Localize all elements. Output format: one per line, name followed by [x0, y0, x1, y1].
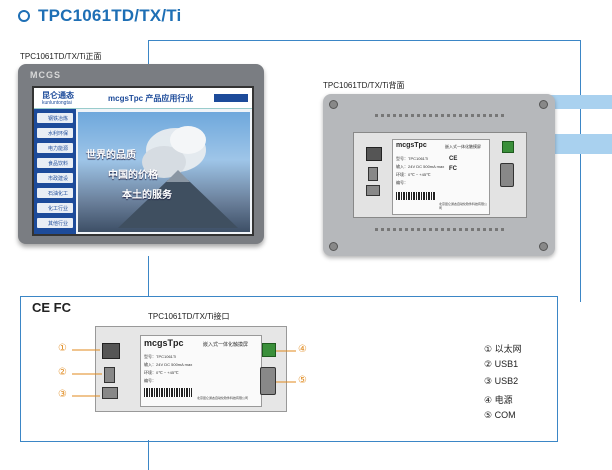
screen-header-strip [214, 94, 248, 102]
menu-item[interactable]: 食品饮料 [37, 158, 73, 168]
legend-item: ① 以太网 [484, 344, 522, 354]
barcode-icon [144, 388, 192, 397]
back-label-line: 环境：0℃ ~ +45℃ [396, 172, 431, 177]
back-label-brand: mcgsTpc [396, 142, 427, 149]
legend-item: ③ USB2 [484, 376, 519, 386]
band-upper [548, 95, 612, 109]
screen-header-text: mcgsTpc 产品应用行业 [108, 94, 194, 103]
interface-label-title: 嵌入式一体化触摸屏 [203, 342, 249, 348]
screen-logo: 昆仑通态 [42, 91, 74, 100]
menu-item[interactable]: 化工行业 [37, 203, 73, 213]
slogan-line-1: 世界的品质 [86, 150, 136, 161]
circle-bullet-icon [18, 10, 30, 22]
usb-port-icon [104, 367, 115, 383]
back-label-ce: CE [449, 156, 458, 162]
back-label: mcgsTpc 嵌入式一体化触摸屏 型号：TPC1061Ti 输入：24V DC… [392, 139, 490, 215]
menu-item[interactable]: 其他行业 [37, 218, 73, 228]
screw-icon [329, 242, 338, 251]
interface-label-line: 北京昆仑通态自动化软件科技有限公司 [197, 396, 249, 400]
volcano-image-icon [118, 126, 238, 228]
frame-right-block [148, 40, 580, 41]
front-brand: MCGS [30, 70, 61, 80]
interface-label: mcgsTpc 嵌入式一体化触摸屏 型号：TPC1061Ti 输入：24V DC… [140, 335, 262, 407]
usb-port-icon [368, 167, 378, 181]
ce-fc-marks: CE FC [32, 300, 71, 315]
screen-header: 昆仑通态 kunluntongtai mcgsTpc 产品应用行业 [34, 88, 252, 109]
menu-item[interactable]: 电力能源 [37, 143, 73, 153]
back-label-line: 型号：TPC1061Ti [396, 156, 429, 161]
legend-item: ④ 电源 [484, 395, 513, 405]
vent-top [375, 114, 505, 117]
front-caption: TPC1061TD/TX/Ti正面 [20, 52, 102, 61]
frame-left-vertical [148, 40, 149, 64]
interface-label-brand: mcgsTpc [144, 338, 184, 348]
screen-logo-sub: kunluntongtai [42, 100, 72, 106]
menu-item[interactable]: 石油化工 [37, 188, 73, 198]
callout-1: ① [58, 343, 67, 354]
screw-icon [539, 100, 548, 109]
slogan-line-3: 本土的服务 [122, 190, 172, 201]
com-port-icon [500, 163, 514, 187]
callout-2: ② [58, 367, 67, 378]
ethernet-port-icon [366, 147, 382, 161]
interface-label-line: 编号： [144, 378, 156, 383]
callout-5: ⑤ [298, 375, 307, 386]
page-title: TPC1061TD/TX/Ti [18, 6, 181, 26]
screw-icon [329, 100, 338, 109]
usb-port-icon [366, 185, 380, 196]
slogan-line-2: 中国的价格 [108, 170, 158, 181]
back-label-line: 输入：24V DC 500mA max [396, 164, 445, 169]
interface-label-line: 环境：0℃ ~ +45℃ [144, 370, 179, 375]
back-label-line: 北京昆仑通态自动化软件科技有限公司 [439, 202, 488, 210]
com-port-icon [260, 367, 276, 395]
menu-item[interactable]: 水利环保 [37, 128, 73, 138]
screen-banner: 世界的品质 中国的价格 本土的服务 [78, 112, 250, 232]
menu-item[interactable]: 市政建设 [37, 173, 73, 183]
back-device: mcgsTpc 嵌入式一体化触摸屏 型号：TPC1061Ti 输入：24V DC… [323, 94, 555, 256]
title-text: TPC1061TD/TX/Ti [38, 6, 182, 25]
usb-port-icon [102, 387, 118, 399]
lower-frame [20, 296, 558, 442]
callout-3: ③ [58, 389, 67, 400]
vent-bottom [375, 228, 505, 231]
interface-panel: mcgsTpc 嵌入式一体化触摸屏 型号：TPC1061Ti 输入：24V DC… [95, 326, 287, 412]
interface-caption: TPC1061TD/TX/Ti接口 [148, 312, 230, 321]
power-terminal-icon [502, 141, 514, 153]
band-lower [548, 134, 612, 154]
frame-connector [148, 256, 149, 296]
interface-label-line: 型号：TPC1061Ti [144, 354, 177, 359]
back-label-line: 编号： [396, 180, 408, 185]
barcode-icon [396, 192, 436, 200]
interface-label-line: 输入：24V DC 500mA max [144, 362, 193, 367]
front-device: MCGS 昆仑通态 kunluntongtai mcgsTpc 产品应用行业 钢… [18, 64, 264, 244]
front-screen: 昆仑通态 kunluntongtai mcgsTpc 产品应用行业 钢铁冶炼 水… [32, 86, 254, 236]
legend-item: ② USB1 [484, 359, 519, 369]
screw-icon [539, 242, 548, 251]
callout-4: ④ [298, 344, 307, 355]
ethernet-port-icon [102, 343, 120, 359]
frame-right-edge [580, 40, 581, 302]
power-terminal-icon [262, 343, 276, 357]
frame-connector-bottom [148, 440, 149, 470]
screen-menu: 钢铁冶炼 水利环保 电力能源 食品饮料 市政建设 石油化工 化工行业 其他行业 [34, 109, 76, 234]
back-label-fc: FC [449, 166, 457, 172]
back-caption: TPC1061TD/TX/Ti背面 [323, 81, 405, 90]
menu-item[interactable]: 钢铁冶炼 [37, 113, 73, 123]
legend-item: ⑤ COM [484, 410, 516, 420]
back-label-title: 嵌入式一体化触摸屏 [445, 144, 481, 149]
back-panel: mcgsTpc 嵌入式一体化触摸屏 型号：TPC1061Ti 输入：24V DC… [353, 132, 527, 218]
